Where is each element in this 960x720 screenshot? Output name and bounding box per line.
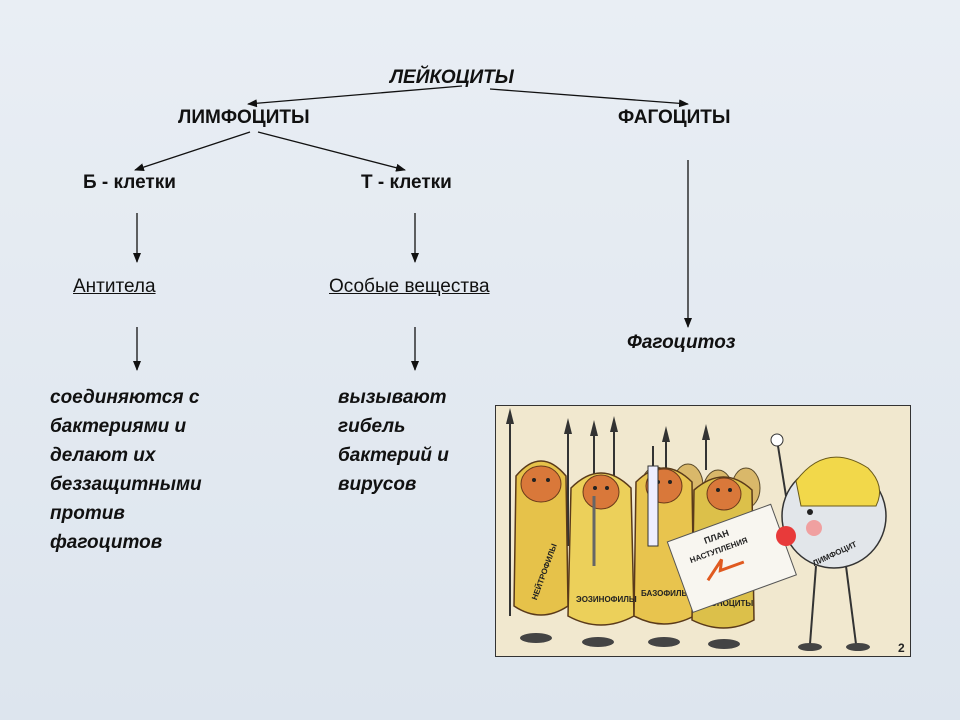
node-b-cells: Б - клетки — [83, 172, 176, 193]
node-antibodies: Антитела — [73, 276, 156, 297]
arrow-lymph-to-b — [134, 131, 251, 171]
desc-line: фагоцитов — [50, 532, 163, 553]
node-lymphocytes: ЛИМФОЦИТЫ — [178, 107, 310, 128]
cartoon-drawing: НЕЙТРОФИЛЫ ЭОЗИНОФИЛЫ БАЗОФИЛЫ МОНОЦИТЫ … — [496, 406, 910, 656]
substances-description: вызывают гибель бактерий и вирусов — [338, 383, 449, 499]
arrow-lymph-to-t — [257, 131, 406, 172]
antibodies-description: соединяются с бактериями и делают их без… — [50, 383, 202, 557]
desc-line: вызывают — [338, 387, 447, 408]
node-leukocytes: ЛЕЙКОЦИТЫ — [390, 67, 514, 88]
desc-line: вирусов — [338, 474, 417, 495]
cartoon-label-monocytes: МОНОЦИТЫ — [704, 599, 753, 608]
desc-line: гибель — [338, 416, 406, 437]
desc-line: беззащитными — [50, 474, 202, 495]
desc-line: против — [50, 503, 125, 524]
node-phagocytosis: Фагоцитоз — [627, 332, 736, 353]
cartoon-label-basophils: БАЗОФИЛЫ — [641, 589, 690, 598]
arrow-root-to-lymphocytes — [247, 85, 463, 108]
node-t-cells: Т - клетки — [361, 172, 452, 193]
desc-line: бактерий и — [338, 445, 449, 466]
desc-line: соединяются с — [50, 387, 200, 408]
cartoon-corner-number: 2 — [898, 641, 905, 655]
desc-line: бактериями и — [50, 416, 187, 437]
cartoon-label-eosinophils: ЭОЗИНОФИЛЫ — [576, 595, 637, 604]
desc-line: делают их — [50, 445, 156, 466]
cartoon-illustration: НЕЙТРОФИЛЫ ЭОЗИНОФИЛЫ БАЗОФИЛЫ МОНОЦИТЫ … — [495, 405, 911, 657]
node-special-substances: Особые вещества — [329, 276, 490, 297]
node-phagocytes: ФАГОЦИТЫ — [618, 107, 731, 128]
arrow-root-to-phagocytes — [489, 88, 689, 108]
